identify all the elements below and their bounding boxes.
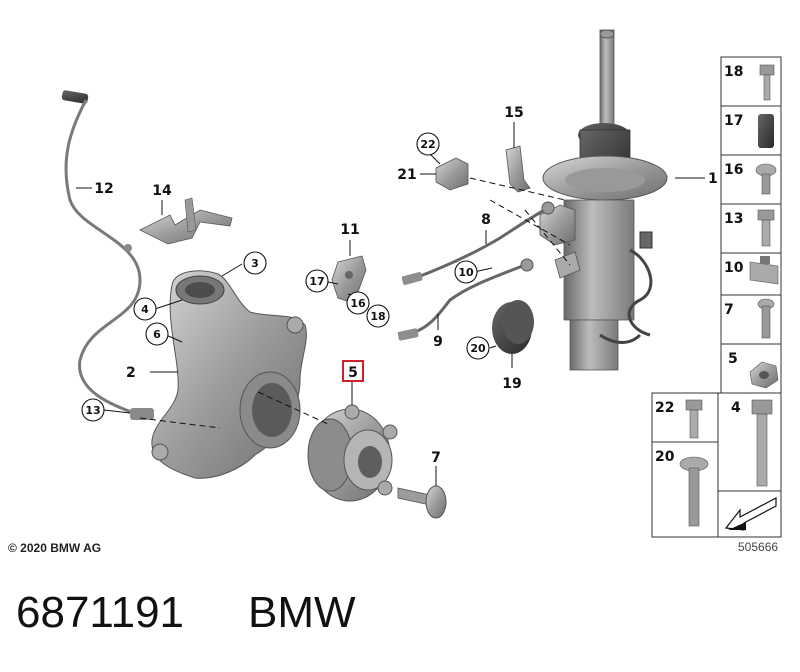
assembly-lines — [139, 177, 571, 429]
callout-17-ring — [305, 269, 329, 293]
callout-12[interactable]: 12 — [94, 181, 113, 197]
exploded-parts-diagram: 1 2 3 4 5 6 7 8 9 10 11 12 13 14 15 16 1… — [61, 29, 782, 538]
callout-17[interactable]: 17 — [309, 275, 324, 288]
callout-10-ring — [454, 260, 478, 284]
callout-3-ring — [243, 251, 267, 275]
callout-18-ring — [366, 304, 390, 328]
table-label-18: 18 — [724, 64, 743, 80]
table-cell-16[interactable] — [720, 154, 782, 205]
brake-hose-8-illustration — [401, 201, 555, 285]
callout-4-ring — [133, 297, 157, 321]
bolt-20-icon — [679, 456, 709, 527]
table-label-7: 7 — [724, 302, 734, 318]
callout-9[interactable]: 9 — [433, 334, 443, 350]
callout-20-ring — [466, 336, 490, 360]
callout-18[interactable]: 18 — [370, 310, 385, 323]
callout-13-ring — [81, 398, 105, 422]
callout-15[interactable]: 15 — [504, 105, 523, 121]
callout-20[interactable]: 20 — [470, 342, 486, 355]
callout-7[interactable]: 7 — [431, 450, 441, 466]
screw-16-icon — [755, 163, 777, 195]
sensor-21-illustration — [435, 157, 469, 191]
nut-17-icon — [758, 114, 774, 148]
table-label-17: 17 — [724, 113, 743, 129]
callout-13[interactable]: 13 — [85, 404, 100, 417]
speed-sensor-cable-illustration — [61, 90, 154, 420]
callout-1[interactable]: 1 — [708, 171, 718, 187]
callout-6[interactable]: 6 — [153, 328, 161, 341]
table-label-5: 5 — [728, 351, 738, 367]
parts-table: 18 17 16 13 10 7 — [651, 56, 782, 538]
drawing-number: 505666 — [738, 540, 779, 554]
bolt-13-icon — [757, 209, 775, 247]
callout-19[interactable]: 19 — [502, 376, 521, 392]
callout-5[interactable]: 5 — [348, 365, 358, 381]
orientation-arrow-icon — [724, 497, 777, 531]
callout-21[interactable]: 21 — [397, 167, 416, 183]
steering-knuckle-illustration — [151, 270, 307, 479]
table-cell-20[interactable] — [651, 441, 719, 538]
bump-stop-19-illustration — [492, 300, 534, 354]
table-label-13: 13 — [724, 211, 743, 227]
callout-22-ring — [416, 132, 440, 156]
callouts: 1 2 3 4 5 6 7 8 9 10 11 12 13 14 15 16 1… — [81, 105, 718, 466]
bracket-15-illustration — [505, 145, 531, 193]
copyright-notice: © 2020 BMW AG — [8, 541, 102, 555]
table-label-20: 20 — [655, 449, 675, 465]
table-label-22: 22 — [655, 400, 674, 416]
callout-16-ring — [346, 291, 370, 315]
callout-6-ring — [145, 322, 169, 346]
brake-hose-9-illustration — [397, 258, 534, 341]
bracket-14-illustration — [139, 197, 233, 245]
callout-14[interactable]: 14 — [152, 183, 172, 199]
callout-8[interactable]: 8 — [481, 212, 491, 228]
clip-10-icon — [749, 256, 779, 285]
spring-strut-illustration — [539, 29, 668, 371]
table-cell-22[interactable] — [651, 392, 719, 443]
table-label-4: 4 — [731, 400, 741, 416]
bolt-22-icon — [685, 399, 703, 439]
leader-lines — [76, 122, 705, 486]
callout-11[interactable]: 11 — [340, 222, 359, 238]
callout-10[interactable]: 10 — [458, 266, 474, 279]
callout-16[interactable]: 16 — [350, 297, 366, 310]
bolt-18-icon — [759, 64, 775, 101]
brand-name: BMW — [248, 588, 356, 637]
part-number: 6871191 — [16, 588, 185, 637]
callout-4[interactable]: 4 — [141, 303, 149, 316]
callout-2[interactable]: 2 — [126, 365, 136, 381]
table-label-10: 10 — [724, 260, 744, 276]
callout-3[interactable]: 3 — [251, 257, 259, 270]
callout-22[interactable]: 22 — [420, 138, 435, 151]
wheel-hub-illustration — [307, 404, 398, 502]
collar-nut-5-icon — [749, 361, 779, 389]
bolt-4-icon — [751, 399, 773, 487]
hub-bolt-illustration — [397, 485, 447, 519]
table-label-16: 16 — [724, 162, 743, 178]
callout-5-highlight-box — [342, 360, 364, 382]
bolt-7-icon — [757, 298, 775, 339]
